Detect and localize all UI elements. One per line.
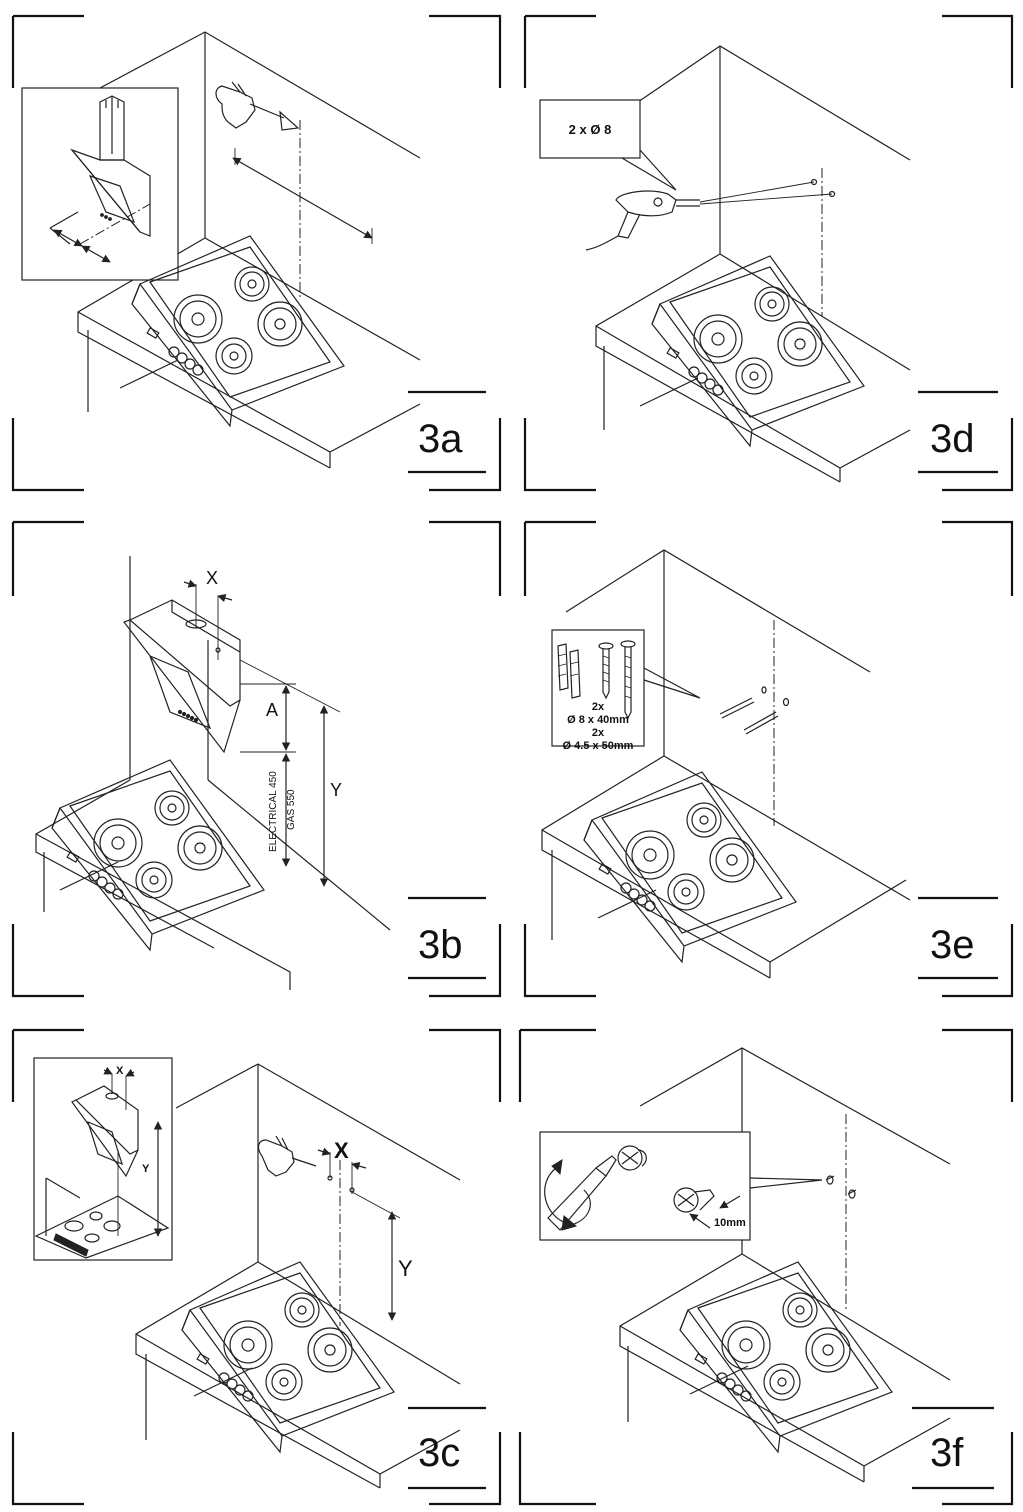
dim-x-inset: X bbox=[116, 1065, 124, 1077]
dim-a: A bbox=[266, 700, 278, 720]
dim-electrical: ELECTRICAL 450 bbox=[268, 771, 279, 852]
panel-3d: 2 x Ø 8 3d bbox=[523, 14, 1014, 492]
panel-3b: X A Y ELECTRICAL 450 GAS 550 3b bbox=[11, 520, 502, 998]
rotate-arrow-icon bbox=[544, 1159, 591, 1231]
panel-3f: 10mm 3f bbox=[518, 1028, 1014, 1506]
panel-label-3c: 3c bbox=[418, 1431, 460, 1475]
dim-y-inset: Y bbox=[142, 1163, 150, 1175]
fixing-qty-2: 2x bbox=[592, 727, 605, 739]
dim-gas: GAS 550 bbox=[286, 789, 297, 830]
screw-depth-text: 10mm bbox=[714, 1217, 746, 1229]
panel-3e: 2x Ø 8 x 40mm 2x Ø 4.5 x 50mm 3e bbox=[523, 520, 1014, 998]
hand-pencil-icon bbox=[215, 81, 300, 131]
cooker-hood-icon bbox=[123, 599, 241, 754]
dim-x-main: X bbox=[334, 1138, 349, 1163]
cooker-hood-icon bbox=[70, 95, 151, 237]
inset-hood-diagram bbox=[33, 1057, 173, 1261]
screw-icon bbox=[825, 1175, 857, 1199]
wall-plug-icon bbox=[557, 643, 581, 699]
drill-icon bbox=[585, 181, 833, 251]
panel-label-3a: 3a bbox=[418, 417, 463, 461]
panel-label-3f: 3f bbox=[930, 1431, 964, 1475]
panel-label-3e: 3e bbox=[930, 923, 975, 967]
dim-y: Y bbox=[330, 780, 342, 800]
screw-icon bbox=[719, 686, 790, 735]
screw-depth-callout bbox=[539, 1131, 751, 1241]
hob-icon bbox=[51, 759, 265, 951]
drill-size-callout bbox=[539, 99, 641, 159]
drill-size-text: 2 x Ø 8 bbox=[569, 122, 612, 137]
fixing-qty-1: 2x bbox=[592, 701, 605, 713]
screw-icon bbox=[617, 1145, 715, 1213]
hand-pencil-icon bbox=[257, 1135, 317, 1177]
panel-label-3d: 3d bbox=[930, 417, 975, 461]
screw-icon bbox=[598, 640, 636, 720]
hob-icon bbox=[181, 1261, 395, 1453]
hob-icon bbox=[651, 255, 865, 447]
hob-icon bbox=[679, 1261, 893, 1453]
screwdriver-icon bbox=[547, 1155, 617, 1231]
panel-label-3b: 3b bbox=[418, 923, 463, 967]
fixing-size-1: Ø 8 x 40mm bbox=[567, 714, 629, 726]
panel-3a: 3a bbox=[11, 14, 502, 492]
dim-x: X bbox=[206, 568, 218, 588]
fixing-size-2: Ø 4.5 x 50mm bbox=[563, 740, 634, 752]
panel-3c: X Y X Y 3c bbox=[11, 1028, 502, 1506]
dim-y-main: Y bbox=[398, 1256, 413, 1281]
